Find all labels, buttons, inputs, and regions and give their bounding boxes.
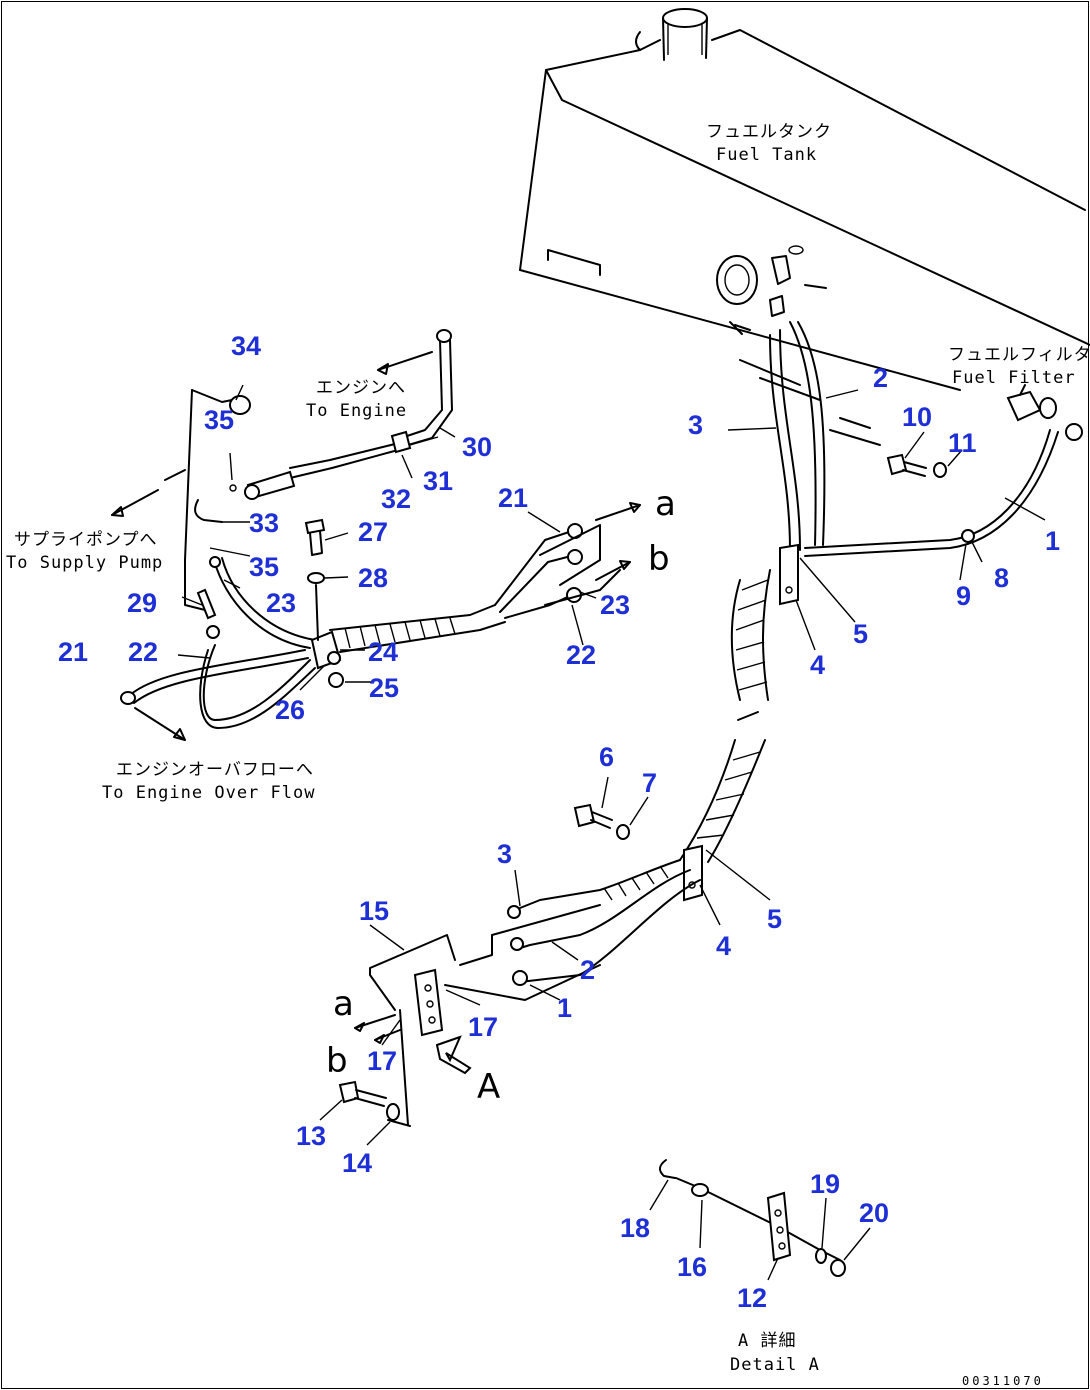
part-number: 1 <box>1045 526 1060 556</box>
part-number: 23 <box>600 590 630 620</box>
part-number: 18 <box>620 1213 650 1243</box>
part-number: 3 <box>497 839 512 869</box>
part-number: 2 <box>580 955 595 985</box>
to-engine-label-en: To Engine <box>306 401 407 421</box>
part-number: 6 <box>599 742 614 772</box>
part-number: 15 <box>359 896 389 926</box>
part-number: 16 <box>677 1252 707 1282</box>
part-number: 9 <box>956 581 971 611</box>
fuel-filter-label-jp: フュエルフィルタ <box>948 345 1090 365</box>
part-number: 29 <box>127 588 157 618</box>
part-number: 26 <box>275 695 305 725</box>
part-number: 5 <box>853 619 868 649</box>
part-number: 14 <box>342 1148 372 1178</box>
part-number: 4 <box>810 650 825 680</box>
part-number: 21 <box>58 637 88 667</box>
part-number: 7 <box>642 768 657 798</box>
detail-a-label-en: Detail A <box>730 1355 820 1375</box>
connector-b-bottom: b <box>326 1041 348 1081</box>
part-number: 12 <box>737 1283 767 1313</box>
part-number: 21 <box>498 483 528 513</box>
leader-lines <box>177 384 1046 1281</box>
fuel-tank-label-en: Fuel Tank <box>716 145 817 165</box>
part-number: 19 <box>810 1169 840 1199</box>
to-overflow-label-en: To Engine Over Flow <box>102 783 315 803</box>
part-number: 22 <box>566 640 596 670</box>
fuel-tank <box>519 8 1090 446</box>
to-engine-label-jp: エンジンへ <box>316 378 406 398</box>
part-number: 30 <box>462 432 492 462</box>
lower-bundle <box>338 859 701 1127</box>
connector-a-top: a <box>655 484 676 524</box>
to-supply-pump-label-en: To Supply Pump <box>6 553 163 573</box>
view-a-label: A <box>477 1067 500 1107</box>
part-number: 35 <box>249 552 279 582</box>
drawing-code: 00311070 <box>962 1374 1044 1388</box>
fuel-tank-label-jp: フュエルタンク <box>706 122 832 142</box>
part-number: 4 <box>716 931 731 961</box>
detail-a <box>659 1159 846 1277</box>
part-number: 20 <box>859 1198 889 1228</box>
part-number: 35 <box>204 405 234 435</box>
part-number: 31 <box>423 466 453 496</box>
to-overflow-label-jp: エンジンオーバフローへ <box>116 760 314 780</box>
part-number: 23 <box>266 588 296 618</box>
part-number: 11 <box>948 428 977 458</box>
part-number: 17 <box>468 1012 498 1042</box>
tank-hoses <box>573 321 1059 902</box>
part-number: 10 <box>902 402 932 432</box>
part-number: 5 <box>767 904 782 934</box>
to-supply-pump-label-jp: サプライポンプへ <box>14 530 158 550</box>
part-number: 34 <box>231 331 261 361</box>
part-number: 24 <box>368 637 398 667</box>
part-callouts: 34 35 33 35 30 31 32 27 28 21 23 22 29 2… <box>58 331 1060 1313</box>
fuel-filter-label-en: Fuel Filter <box>952 368 1076 388</box>
part-number: 17 <box>367 1046 397 1076</box>
part-number: 22 <box>128 637 158 667</box>
left-assembly <box>111 329 641 741</box>
part-number: 13 <box>296 1121 326 1151</box>
part-number: 25 <box>369 673 399 703</box>
part-number: 8 <box>994 563 1009 593</box>
part-number: 33 <box>249 508 279 538</box>
part-number: 3 <box>688 410 703 440</box>
part-number: 27 <box>358 517 388 547</box>
detail-a-label-jp: A 詳細 <box>738 1331 796 1351</box>
part-number: 32 <box>381 484 411 514</box>
part-number: 2 <box>873 363 888 393</box>
connector-b-top: b <box>648 539 670 579</box>
fuel-filter <box>1006 384 1083 441</box>
part-number: 28 <box>358 563 388 593</box>
connector-a-bottom: a <box>333 984 354 1024</box>
part-number: 1 <box>557 993 572 1023</box>
